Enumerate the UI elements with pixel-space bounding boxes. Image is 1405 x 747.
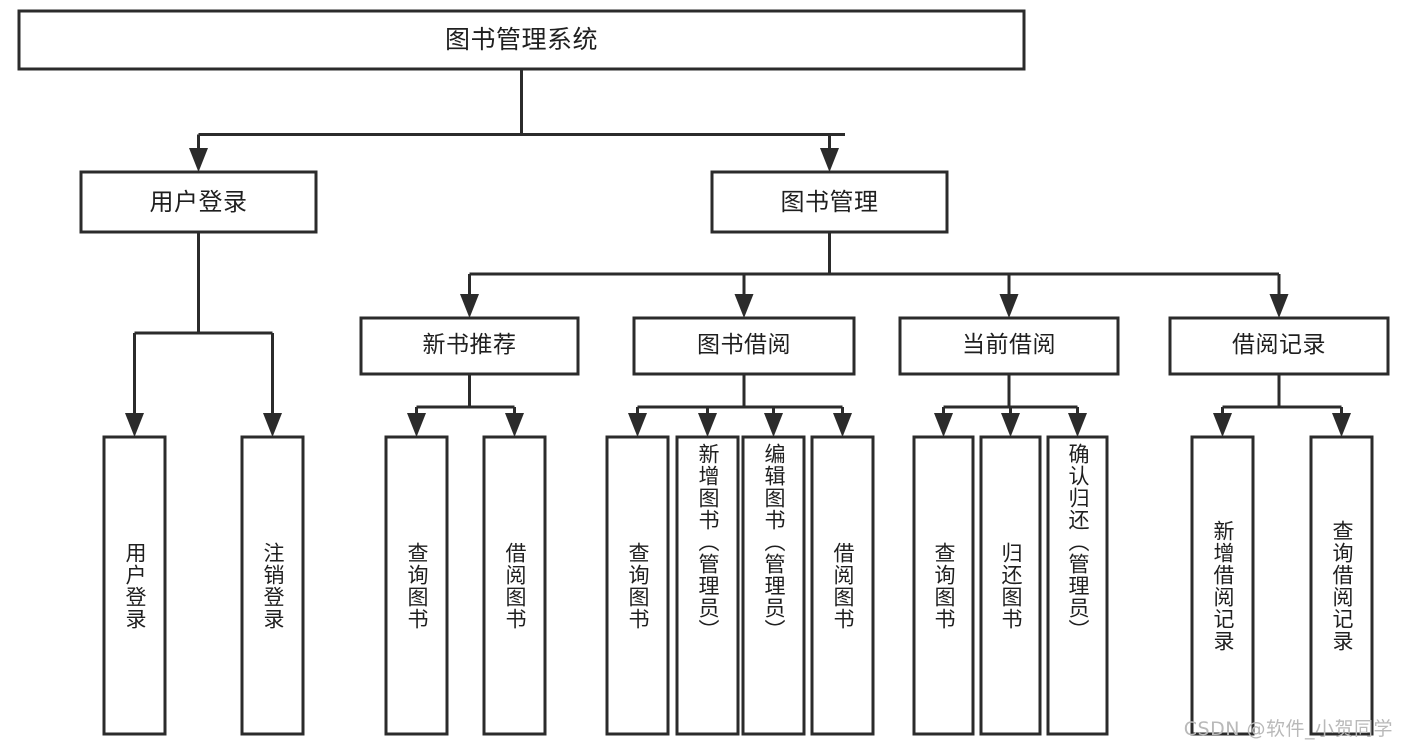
node-box-current-borrow[interactable] [898,316,1120,376]
arrow-head-borrow-record [1269,294,1289,318]
arrow-head-user-login [189,148,208,172]
arrow-head-leaf-user-login [125,413,144,437]
node-box-leaf-edit-book[interactable] [741,435,806,736]
arrow-head-leaf-confirm-return [1068,413,1087,437]
arrow-head-leaf-return-book [1001,413,1020,437]
node-box-new-book-rec[interactable] [359,316,580,376]
arrow-head-book-manage [820,148,839,172]
edge-user-login-trunk [133,232,274,420]
node-box-book-manage[interactable] [710,170,949,234]
node-box-leaf-return-book[interactable] [979,435,1042,736]
arrow-head-leaf-logout [263,413,282,437]
edge-root-trunk [197,69,845,155]
node-box-user-login[interactable] [79,170,318,234]
node-box-leaf-query-book-2[interactable] [605,435,670,736]
arrow-head-current-borrow [999,294,1019,318]
node-box-borrow-record[interactable] [1168,316,1390,376]
node-box-leaf-user-login[interactable] [102,435,167,736]
arrow-head-leaf-edit-book [764,413,783,437]
node-box-leaf-add-book[interactable] [675,435,740,736]
edge-group-borrow-record [1213,374,1351,437]
edge-group-book-manage [460,232,1289,318]
arrow-head-leaf-query-record [1332,413,1351,437]
edge-book-borrow-trunk [636,374,844,420]
arrow-head-leaf-add-book [698,413,717,437]
arrow-head-leaf-borrow-book-2 [833,413,852,437]
node-box-leaf-logout[interactable] [240,435,305,736]
arrow-head-leaf-add-record [1213,413,1232,437]
arrow-head-leaf-query-book-3 [934,413,953,437]
node-box-root[interactable] [17,9,1026,71]
node-box-book-borrow[interactable] [632,316,856,376]
node-box-leaf-confirm-return[interactable] [1046,435,1109,736]
edge-group-book-borrow [628,374,852,437]
edge-group-root [189,69,845,172]
edge-group-current-borrow [934,374,1087,437]
node-box-leaf-query-record[interactable] [1309,435,1374,736]
arrow-head-leaf-query-book-2 [628,413,647,437]
node-box-leaf-borrow-book-1[interactable] [482,435,547,736]
arrow-head-leaf-query-book-1 [407,413,426,437]
edge-group-new-book-rec [407,374,524,437]
node-box-leaf-query-book-3[interactable] [912,435,975,736]
edge-new-book-rec-trunk [415,374,516,420]
edge-book-manage-trunk [468,232,1281,301]
node-box-leaf-add-record[interactable] [1190,435,1255,736]
node-box-leaf-borrow-book-2[interactable] [810,435,875,736]
arrow-head-book-borrow [734,294,754,318]
node-box-leaf-query-book-1[interactable] [384,435,449,736]
arrow-head-new-book-rec [460,294,479,318]
arrow-head-leaf-borrow-book-1 [505,413,524,437]
edge-borrow-record-trunk [1221,374,1343,420]
edge-group-user-login [125,232,282,437]
